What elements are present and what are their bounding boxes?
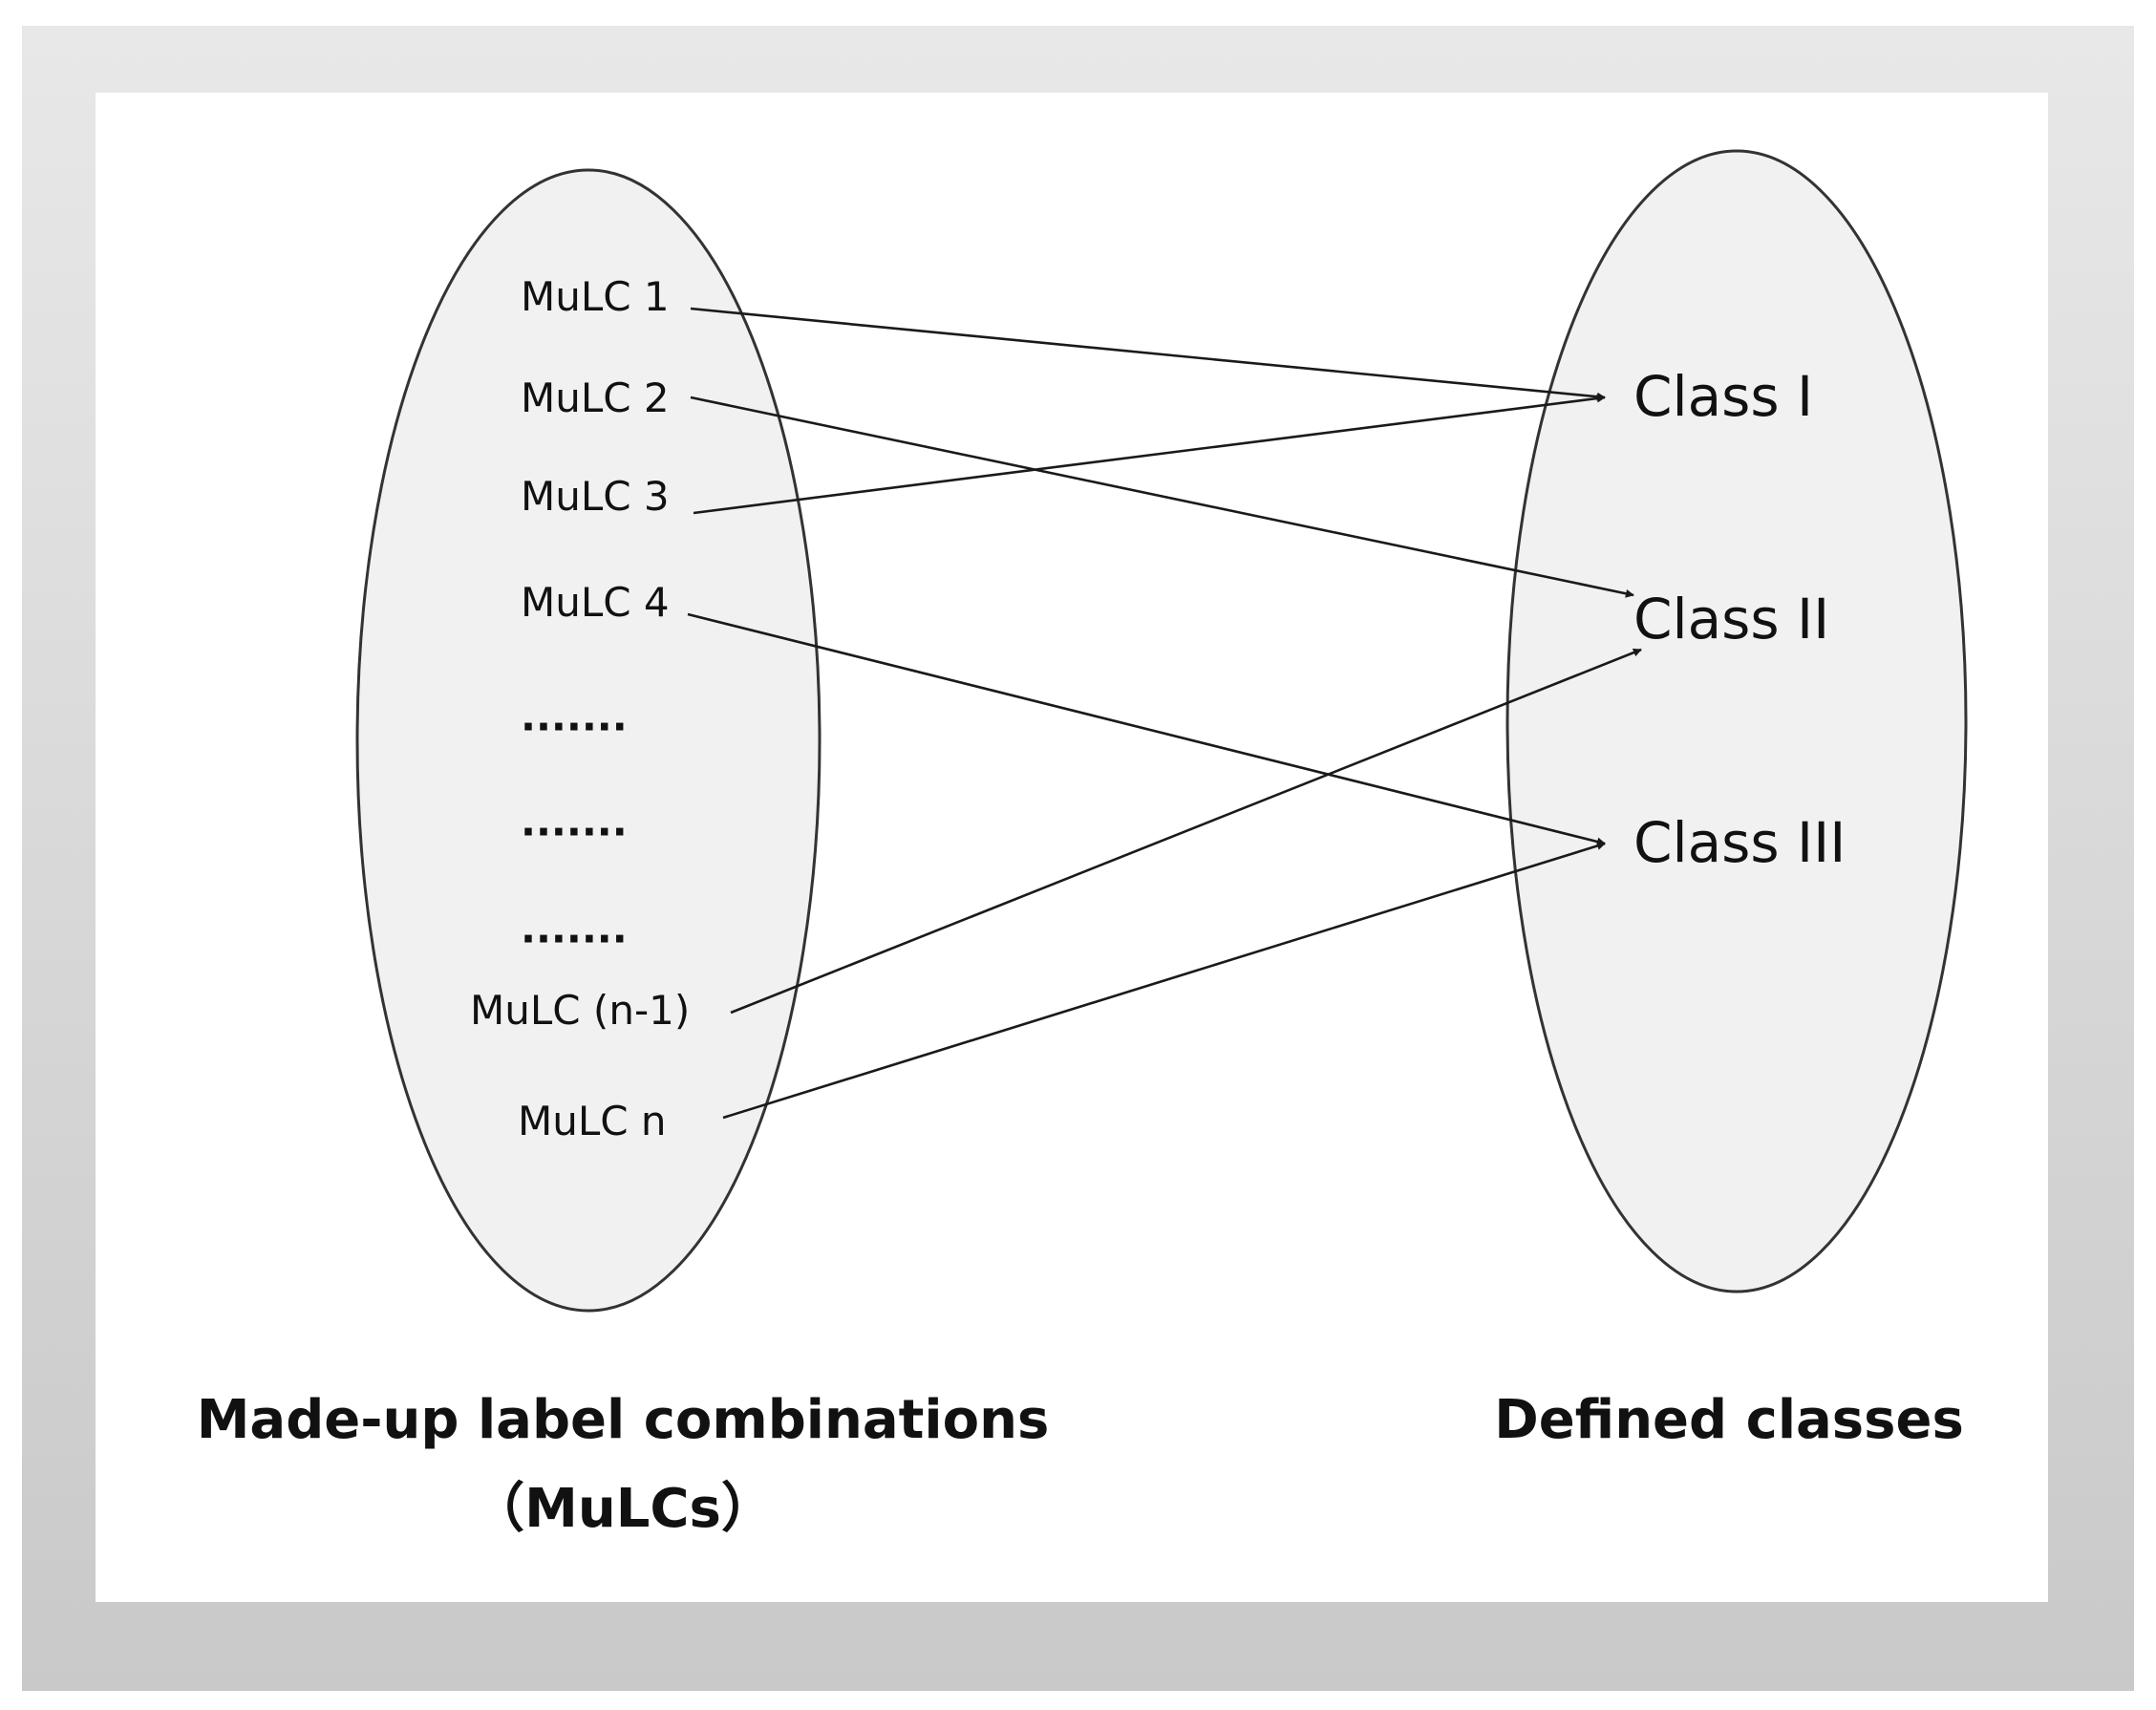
arrow-mulc4-to-class3: [687, 612, 1606, 846]
ellipsis-item: ·······: [521, 808, 628, 855]
class-items: Class I Class II Class III: [1633, 364, 1846, 875]
mulc-item: MuLC n: [518, 1098, 667, 1144]
arrow-mulcn-to-class3: [722, 842, 1606, 1120]
class-item: Class II: [1633, 587, 1829, 652]
left-caption-line2: （MuLCs）: [471, 1478, 775, 1540]
arrow-mulc2-to-class2: [690, 395, 1634, 598]
mulc-set-ellipse: [355, 168, 822, 1313]
ellipsis-item: ·······: [521, 915, 628, 962]
ellipsis-item: ·······: [521, 703, 628, 750]
right-caption: Defined classes: [1494, 1389, 1964, 1451]
left-caption-line1: Made-up label combinations: [197, 1389, 1050, 1451]
mulc-item: MuLC 4: [521, 579, 670, 626]
arrow-mulcn1-to-class2: [730, 648, 1642, 1015]
mulc-item: MuLC 2: [521, 374, 670, 421]
mulc-items: MuLC 1 MuLC 2 MuLC 3 MuLC 4 ······· ····…: [470, 273, 690, 1144]
arrow-mulc3-to-class1: [693, 394, 1606, 515]
mulc-item: MuLC 3: [521, 473, 670, 520]
mulc-item: MuLC (n-1): [470, 987, 690, 1034]
class-set-ellipse: [1505, 149, 1968, 1293]
mapping-arrows: [687, 307, 1642, 1120]
arrow-mulc1-to-class1: [690, 307, 1606, 401]
mulc-item: MuLC 1: [521, 273, 670, 320]
class-item: Class I: [1633, 364, 1813, 429]
class-item: Class III: [1633, 810, 1846, 875]
